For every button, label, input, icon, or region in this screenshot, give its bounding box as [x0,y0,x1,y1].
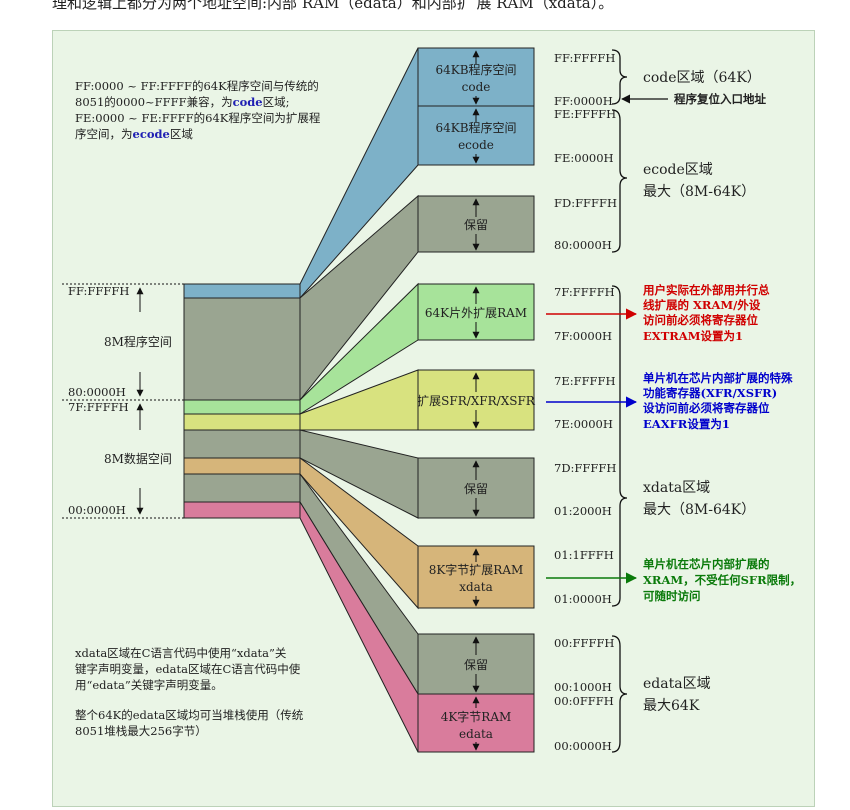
sfr-note-2: 功能寄存器(XFR/XSFR) [643,386,777,400]
xram-note-1: 单片机在芯片内部扩展的 [643,557,770,571]
sfr-note-4: EAXFR设置为1 [643,417,730,431]
addr-01-1fff: 01:1FFFH [554,548,614,562]
left-memory-bar [183,283,301,519]
note-bottom-line-3: 用“edata”关键字声明变量。 [75,678,223,692]
addr-01-2000: 01:2000H [554,504,612,518]
bar-data-reserved [183,429,301,459]
xram-note-2: XRAM，不受任何SFR限制， [643,573,801,587]
bar-prog-reserved [183,297,301,401]
bar-sfr [183,413,301,431]
block-ext-ram-label: 64K片外扩展RAM [425,306,527,320]
bar-data-reserved2 [183,473,301,503]
addr-ff-0000: FF:0000H [554,94,613,108]
sfr-note-3: 设访问前必须将寄存器位 [643,401,770,415]
block-xram8k-label-2: xdata [459,580,493,594]
block-ram4k-label-1: 4K字节RAM [441,709,512,724]
addr-00-0fff: 00:0FFFH [554,694,614,708]
xram-note-3: 可随时访问 [643,589,701,603]
addr-80-0000: 80:0000H [554,238,612,252]
reset-entry-label: 程序复位入口地址 [674,92,766,106]
left-data-space: 8M数据空间 [104,451,172,466]
region-ecode-2: 最大（8M-64K） [643,184,755,200]
brace-code [611,49,628,105]
note-top-line-2: 8051的0000~FFFF兼容，为code区域; [75,95,290,109]
addr-7e-0000: 7E:0000H [554,417,613,431]
note-bottom-line-2: 键字声明变量，edata区域在C语言代码中使 [75,662,301,676]
block-xram8k-label-1: 8K字节扩展RAM [429,562,524,577]
block-ram4k-label-2: edata [459,727,493,741]
note-top-line-4: 序空间，为ecode区域 [75,127,193,141]
region-xdata-1: xdata区域 [643,480,710,496]
addr-7e-ffff: 7E:FFFFH [554,374,616,388]
ext-note-3: 访问前必须将寄存器位 [643,313,758,327]
region-edata-1: edata区域 [643,676,711,692]
addr-fe-ffff: FE:FFFFH [554,107,616,121]
note-bottom-line-5: 整个64K的edata区域均可当堆栈使用（传统 [75,708,304,722]
intro-text-line: 理和逻辑上都分为两个地址空间:内部 RAM（edata）和内部扩 展 RAM（x… [52,0,614,12]
block-ecode-label-2: ecode [458,138,494,152]
left-addr-000000: 00:0000H [68,503,126,517]
note-top-line-3: FE:0000 ~ FE:FFFF的64K程序空间为扩展程 [75,111,321,125]
addr-00-ffff: 00:FFFFH [554,636,614,650]
brace-edata [611,635,628,753]
addr-7f-ffff: 7F:FFFFH [554,285,615,299]
block-reserved-1-label: 保留 [464,218,488,232]
addr-fe-0000: FE:0000H [554,151,614,165]
left-addr-800000: 80:0000H [68,385,126,399]
bar-ram4k [183,501,301,519]
addr-00-0000: 00:0000H [554,739,612,753]
note-bottom-line-6: 8051堆栈最大256字节） [75,724,207,738]
region-edata-2: 最大64K [643,698,700,714]
bar-xram8k [183,457,301,475]
region-ecode-1: ecode区域 [643,162,713,178]
bar-ext-ram [183,399,301,415]
brace-ecode [611,109,628,253]
ext-note-1: 用户实际在外部用并行总 [642,283,770,297]
block-sfr-label: 扩展SFR/XFR/XSFR [417,394,536,408]
region-code: code区域（64K） [643,70,761,86]
sfr-note-1: 单片机在芯片内部扩展的特殊 [643,371,793,385]
block-code-label-2: code [462,80,491,94]
block-reserved-2-label: 保留 [464,482,488,496]
brace-xdata [611,285,628,607]
ext-note-2: 线扩展的 XRAM/外设 [643,298,761,312]
block-code-label-1: 64KB程序空间 [435,62,516,77]
block-ecode-label-1: 64KB程序空间 [435,120,516,135]
bar-code [183,283,301,299]
addr-00-1000: 00:1000H [554,680,612,694]
addr-01-0000: 01:0000H [554,592,612,606]
left-prog-space: 8M程序空间 [104,334,172,349]
block-reserved-3-label: 保留 [464,658,488,672]
addr-7f-0000: 7F:0000H [554,329,612,343]
ext-note-4: EXTRAM设置为1 [643,329,743,343]
addr-fd-ffff: FD:FFFFH [554,196,617,210]
region-xdata-2: 最大（8M-64K） [643,502,755,518]
left-addr-ffffff: FF:FFFFH [68,284,129,298]
addr-ff-ffff: FF:FFFFH [554,51,615,65]
note-top-line-1: FF:0000 ~ FF:FFFF的64K程序空间与传统的 [75,79,319,93]
left-addr-7fffff: 7F:FFFFH [68,400,129,414]
addr-7d-ffff: 7D:FFFFH [554,461,616,475]
note-bottom-line-1: xdata区域在C语言代码中使用“xdata”关 [75,646,287,660]
